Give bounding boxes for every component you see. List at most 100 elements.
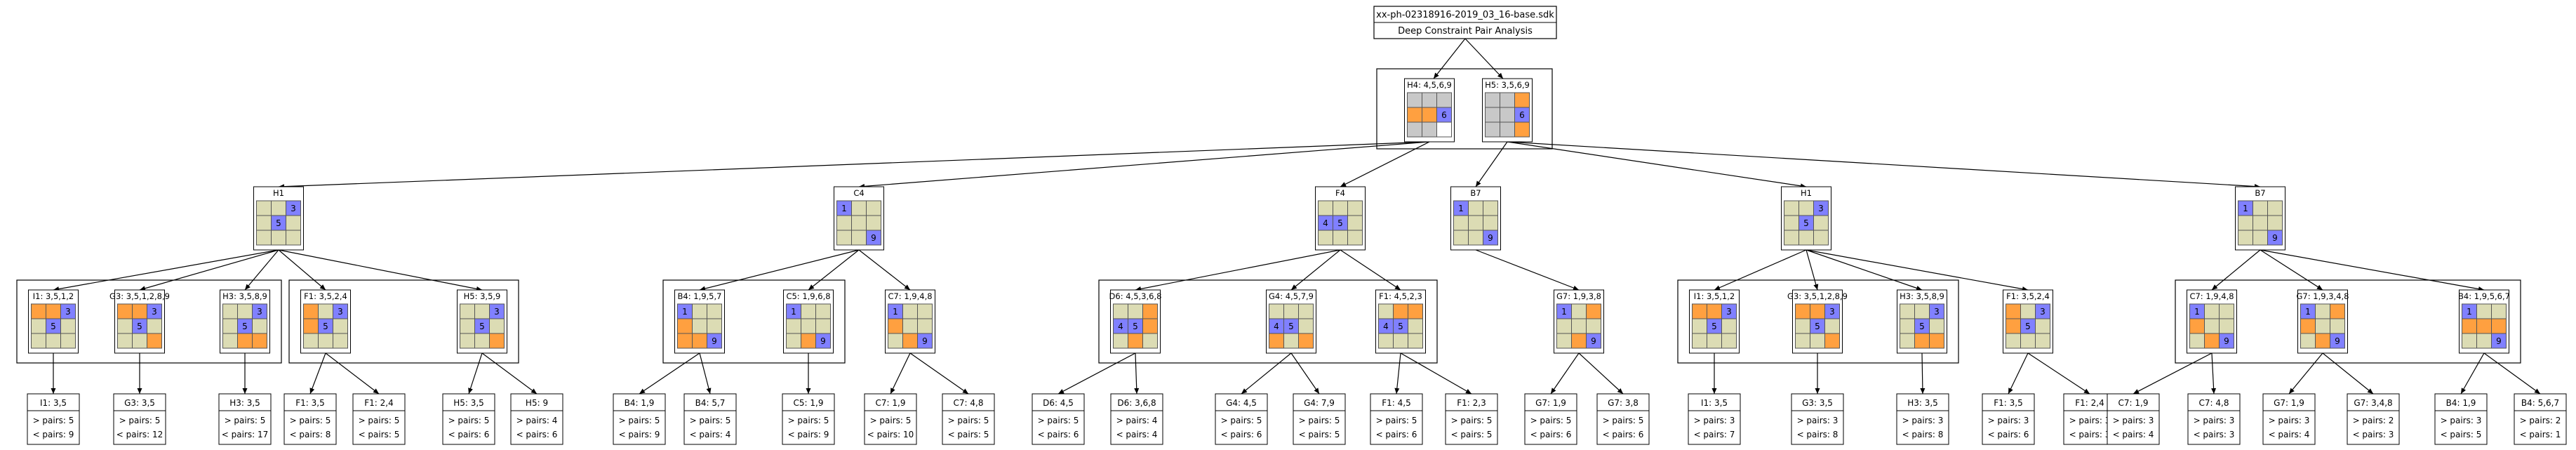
arrowhead	[137, 388, 142, 394]
grid-cell	[1813, 215, 1829, 231]
grid-cell	[1485, 92, 1500, 108]
leaf-pairs-out: > pairs: 3	[1988, 416, 2029, 425]
arrowhead	[1916, 286, 1922, 291]
grid-cell	[801, 318, 816, 334]
leaf-label: G7: 1,9	[2274, 398, 2304, 408]
arrowhead	[1711, 388, 1717, 394]
cell-digit: 5	[51, 322, 56, 331]
grid-cell	[1436, 121, 1452, 138]
arrowhead	[2316, 284, 2323, 290]
grid-cell	[1436, 92, 1452, 108]
leaf-pairs-in: < pairs: 8	[1902, 430, 1944, 439]
cell-digit: 5	[1815, 322, 1820, 331]
leaf-label: F1: 2,4	[2075, 398, 2104, 408]
leaf-frame	[1596, 393, 1650, 445]
leaf-node: F1: 4,5> pairs: 5< pairs: 6	[1370, 393, 1423, 445]
grid-cell	[1500, 107, 1515, 123]
grid-cell	[303, 318, 319, 334]
edge	[1241, 352, 1292, 395]
leaf-node: H5: 9> pairs: 4< pairs: 6	[510, 393, 563, 445]
grid-cell	[1586, 303, 1601, 319]
grid-cell	[1468, 200, 1483, 216]
cell-digit: 3	[494, 307, 500, 317]
leaf-pairs-out: > pairs: 3	[1797, 416, 1838, 425]
leaf-pairs-in: < pairs: 4	[2113, 430, 2154, 439]
grid-cell	[917, 303, 933, 319]
node-label: G7: 1,9,3,8	[1556, 291, 1601, 301]
edge	[2211, 249, 2261, 291]
cell-digit: 1	[893, 307, 898, 317]
grid-cell	[1692, 333, 1707, 349]
leaf-pairs-out: > pairs: 5	[33, 416, 74, 425]
grid-cell	[902, 318, 918, 334]
leaf-pairs-in: < pairs: 4	[2269, 430, 2310, 439]
grid-cell	[147, 318, 162, 334]
cell-digit: 3	[2040, 307, 2046, 317]
leaf-pairs-in: < pairs: 12	[116, 430, 163, 439]
grid-cell	[2330, 303, 2345, 319]
leaf-node: H3: 3,5> pairs: 3< pairs: 8	[1896, 393, 1949, 445]
leaf-label: G7: 3,8	[1608, 398, 1639, 408]
leaf-frame	[442, 393, 495, 445]
leaf-pairs-in: < pairs: 10	[867, 430, 914, 439]
leaf-pairs-out: > pairs: 5	[119, 416, 161, 425]
grid-cell	[333, 333, 348, 349]
node-label: C7: 1,9,4,8	[2189, 291, 2234, 301]
grid-cell	[1810, 333, 1825, 349]
node-label: B4: 1,9,5,6,7	[2458, 291, 2510, 301]
leaf-node: G7: 1,9> pairs: 5< pairs: 6	[1524, 393, 1577, 445]
leaf-node: C5: 1,9> pairs: 5< pairs: 9	[782, 393, 835, 445]
leaf-pairs-out: > pairs: 5	[1603, 416, 1644, 425]
cell-digit: 3	[1818, 204, 1824, 213]
grid-cell	[888, 318, 903, 334]
grid-cell	[1914, 303, 1930, 319]
cell-digit: 1	[2194, 307, 2200, 317]
leaf-pairs-out: > pairs: 5	[619, 416, 660, 425]
arrowhead	[309, 388, 315, 394]
child-node: C5: 1,9,6,819	[783, 289, 834, 354]
leaf-label: D6: 4,5	[1043, 398, 1074, 408]
edge	[1806, 249, 1923, 291]
grid-cell	[2267, 215, 2283, 231]
edge	[1433, 38, 1466, 79]
edge	[699, 249, 860, 291]
leaf-pairs-in: < pairs: 3	[2069, 430, 2111, 439]
grid-cell	[1422, 121, 1437, 138]
leaf-frame	[2107, 393, 2160, 445]
grid-cell	[222, 318, 238, 334]
leaf-node: D6: 4,5> pairs: 5< pairs: 6	[1032, 393, 1085, 445]
arrowhead	[962, 388, 968, 394]
arrowhead	[808, 284, 815, 290]
leaf-pairs-out: > pairs: 3	[2113, 416, 2154, 425]
leaf-pairs-in: < pairs: 6	[1376, 430, 1417, 439]
arrowhead	[1617, 388, 1623, 394]
arrowhead	[1340, 182, 1347, 187]
edge	[2460, 352, 2485, 395]
cell-digit: 3	[65, 307, 71, 317]
grid-cell	[460, 303, 475, 319]
leaf-frame	[864, 393, 917, 445]
leaf-node: G4: 7,9> pairs: 5< pairs: 5	[1293, 393, 1346, 445]
leaf-label: C7: 1,9	[2118, 398, 2149, 408]
leaf-pairs-in: < pairs: 5	[2441, 430, 2482, 439]
leaf-node: B4: 5,6,7> pairs: 2< pairs: 1	[2514, 393, 2567, 445]
grid-cell	[31, 318, 46, 334]
edge	[1475, 249, 1580, 291]
edge	[639, 352, 700, 395]
grid-cell	[31, 333, 46, 349]
leaf-label: I1: 3,5	[40, 398, 67, 408]
edge	[53, 249, 279, 291]
cell-digit: 9	[871, 233, 876, 243]
node-label: F1: 3,5,2,4	[304, 291, 347, 301]
grid-cell	[489, 318, 505, 334]
leaf-label: F1: 2,3	[1457, 398, 1486, 408]
grid-cell	[460, 318, 475, 334]
grid-cell	[237, 333, 253, 349]
grid-cell	[815, 303, 831, 319]
edge	[858, 249, 911, 291]
